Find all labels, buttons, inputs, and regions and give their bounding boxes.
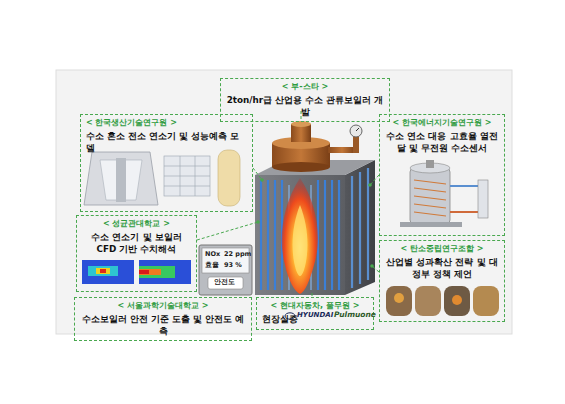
tube <box>274 180 276 290</box>
pipe <box>450 211 480 213</box>
panel-button <box>208 277 243 289</box>
tube <box>331 180 333 290</box>
task-text: 수소 연소 대응 고효율 열전달 및 무전원 수소센서 <box>385 131 499 154</box>
org-name: < 성균관대학교 > <box>82 219 191 229</box>
org-name: < 서울과학기술대학교 > <box>80 301 246 311</box>
leader-dots <box>256 178 374 268</box>
leader-line <box>197 222 258 240</box>
cfd-result <box>100 269 106 273</box>
org-box: < 성균관대학교 > 수소 연소기 및 보일러 CFD 기반 수치해석 <box>76 215 197 292</box>
tube <box>324 180 326 290</box>
org-box: < 탄소중립연구조합 > 산업별 성과확산 전략 및 대정부 정책 제언 <box>379 240 505 322</box>
flame-tube <box>218 150 240 206</box>
nozzle-array <box>164 156 210 196</box>
cfd-result <box>96 268 110 274</box>
control-panel <box>199 245 252 295</box>
tube <box>260 180 262 290</box>
org-box: < 한국생산기술연구원 > 수소 혼소 전소 연소기 및 성능예측 모델 <box>80 114 253 212</box>
task-text: 수소보일러 안전 기준 도출 및 안전도 예측 <box>80 314 246 337</box>
leader-dot <box>368 183 372 187</box>
burner-section <box>116 158 126 202</box>
display-reading: NOx <box>205 251 220 258</box>
inlet <box>426 160 434 168</box>
org-name: < 부-스타 > <box>226 82 384 92</box>
gauge-needle <box>356 128 359 131</box>
org-name: < 한국생산기술연구원 > <box>86 118 247 128</box>
display-value: 93 % <box>224 262 242 269</box>
task-text: 수소 혼소 전소 연소기 및 성능예측 모델 <box>86 131 247 154</box>
stand <box>400 222 462 227</box>
photo <box>415 286 441 316</box>
org-name: < 한국에너지기술연구원 > <box>385 118 499 128</box>
gas-pipe <box>328 147 356 153</box>
burner-base <box>272 162 330 172</box>
org-name: < 탄소중립연구조합 > <box>385 244 499 254</box>
photo <box>386 286 412 316</box>
leader-line <box>312 293 313 296</box>
logo-text: HYUNDAI <box>297 312 333 320</box>
org-box: < 한국에너지기술연구원 > 수소 연소 대응 고효율 열전달 및 무전원 수소센… <box>379 114 505 236</box>
cfd-result <box>139 269 161 275</box>
leader-dot <box>370 264 374 268</box>
photo <box>473 286 499 316</box>
cfd-result <box>82 260 134 284</box>
leader-line <box>370 175 379 185</box>
nozzle-line <box>180 156 181 196</box>
panel-button-label: 안전도 <box>214 279 235 286</box>
tube <box>338 180 340 290</box>
leader-line <box>253 168 262 180</box>
ground-panel <box>56 70 512 334</box>
nozzle-line <box>164 186 210 187</box>
leader-dot <box>256 220 260 224</box>
tube <box>267 180 269 290</box>
org-box: < 부-스타 >2ton/hr급 산업용 수소 관류보일러 개발 <box>220 78 390 122</box>
boiler-front <box>255 175 345 295</box>
nozzle-line <box>195 156 196 196</box>
coil <box>414 180 446 216</box>
display-value: 22 ppm <box>224 251 251 258</box>
leader-dot <box>260 178 264 182</box>
burner-section <box>84 152 158 205</box>
photo <box>444 286 470 316</box>
photo-detail <box>394 293 404 303</box>
heat-exchanger <box>410 168 450 224</box>
cfd-result <box>88 266 118 276</box>
cfd-result <box>139 270 149 274</box>
display-reading: 효율 <box>205 262 219 269</box>
tube <box>351 176 353 288</box>
boiler-side <box>345 160 375 295</box>
org-box: < 서울과학기술대학교 > 수소보일러 안전 기준 도출 및 안전도 예측 <box>74 297 252 341</box>
nozzle-line <box>164 166 210 167</box>
nozzle-array <box>164 156 210 196</box>
task-text: 산업별 성과확산 전략 및 대정부 정책 제언 <box>385 257 499 280</box>
org-name: < 현대자동차, 풀무원 > <box>262 301 368 311</box>
photo-detail <box>452 295 462 305</box>
cfd-result <box>139 266 175 278</box>
task-text: 수소 연소기 및 보일러 CFD 기반 수치해석 <box>82 232 191 255</box>
logo-text: Pulmuone <box>334 311 376 319</box>
nozzle-line <box>164 176 210 177</box>
pressure-gauge <box>350 125 362 137</box>
pipe <box>450 185 480 187</box>
gas-pipe <box>353 136 359 153</box>
tube <box>359 172 361 284</box>
flame-core <box>293 205 308 276</box>
coil <box>414 180 446 216</box>
sensor <box>478 180 488 218</box>
cfd-result <box>139 260 191 284</box>
flame <box>282 178 318 294</box>
